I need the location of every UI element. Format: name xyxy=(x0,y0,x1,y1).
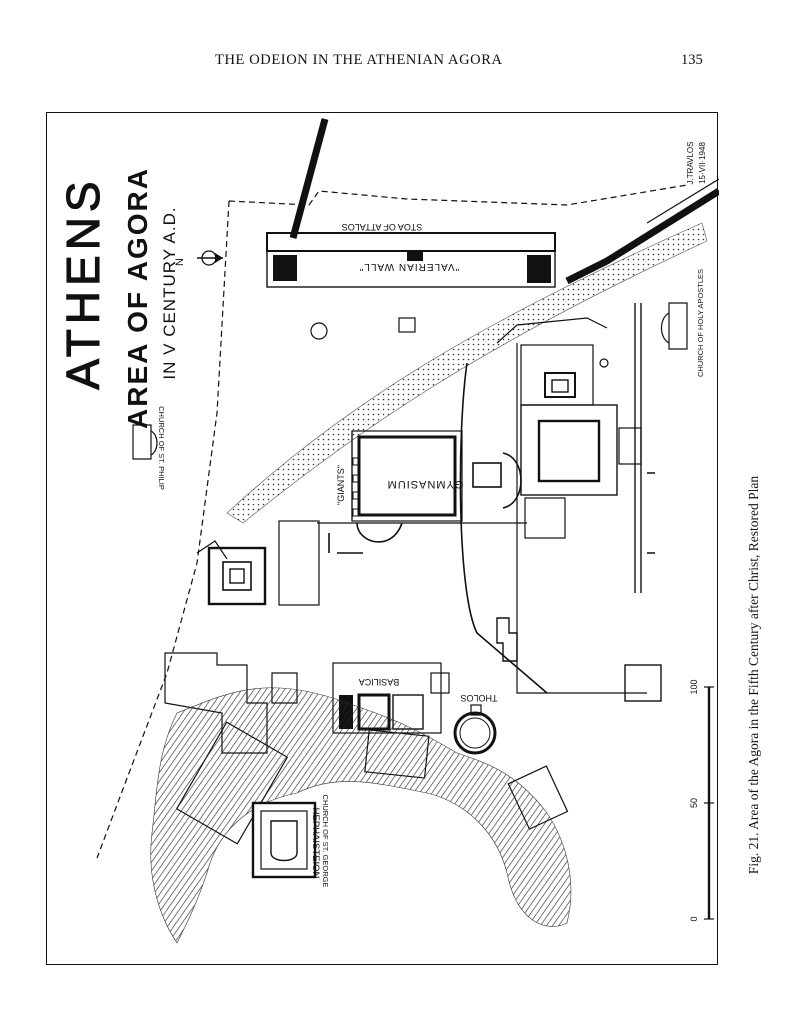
plan-drawing: STOA OF ATTALOS "VALERIAN WALL" CHURCH O… xyxy=(56,118,719,944)
church-holy-apostles xyxy=(660,302,688,350)
figure-caption-text: Fig. 21. Area of the Agora in the Fifth … xyxy=(746,475,761,875)
round-monument xyxy=(310,322,328,340)
tholos-label: THOLOS xyxy=(460,693,497,703)
road-north xyxy=(289,118,329,239)
building-square xyxy=(398,317,416,333)
scale-bar xyxy=(704,686,714,920)
road-east xyxy=(565,188,719,285)
plan-city-title: ATHENS xyxy=(57,176,109,389)
running-head: THE ODEION IN THE ATHENIAN AGORA 135 xyxy=(0,52,795,74)
gymnasium-label: GYMNASIUM xyxy=(387,478,464,490)
page-number: 135 xyxy=(681,52,703,68)
panathenaic-way xyxy=(226,222,708,524)
valerian-wall-label: "VALERIAN WALL" xyxy=(359,261,459,272)
church-george-label: CHURCH OF ST. GEORGE xyxy=(321,795,330,888)
figure-caption: Fig. 21. Area of the Agora in the Fifth … xyxy=(742,476,766,874)
hephaisteion xyxy=(251,801,317,879)
palace-complex xyxy=(496,303,655,694)
church-philip-label: CHURCH OF ST. PHILIP xyxy=(157,406,166,490)
stepped-building xyxy=(496,617,518,662)
scale-tick-100: 100 xyxy=(689,679,699,694)
signature-name: J.TRAVLOS xyxy=(686,142,695,185)
stoa-label: STOA OF ATTALOS xyxy=(342,222,423,232)
agora-boundary xyxy=(96,184,688,859)
gymnasium xyxy=(317,430,527,543)
tholos xyxy=(453,704,497,755)
hephaisteion-label: HEPHAISTEION xyxy=(310,808,321,879)
stoa-of-attalos xyxy=(266,232,556,288)
scale-tick-0: 0 xyxy=(689,916,699,921)
north-arrow xyxy=(197,250,223,266)
basilica-label: BASILICA xyxy=(359,677,400,687)
church-st-philip xyxy=(132,424,158,460)
kolonos-hill xyxy=(150,687,572,944)
plan-heading: AREA OF AGORA xyxy=(122,167,153,429)
signature-date: 15·VII·1948 xyxy=(698,142,707,184)
north-letter: N xyxy=(174,258,186,266)
plan-period: IN V CENTURY A.D. xyxy=(160,206,179,379)
giants-label: "GIANTS" xyxy=(336,465,346,505)
running-title: THE ODEION IN THE ATHENIAN AGORA xyxy=(215,52,503,68)
scale-tick-50: 50 xyxy=(689,798,699,808)
building-lower-right xyxy=(624,664,662,702)
plan-figure: STOA OF ATTALOS "VALERIAN WALL" CHURCH O… xyxy=(46,112,719,965)
church-apostles-label: CHURCH OF HOLY APOSTLES xyxy=(696,269,705,377)
